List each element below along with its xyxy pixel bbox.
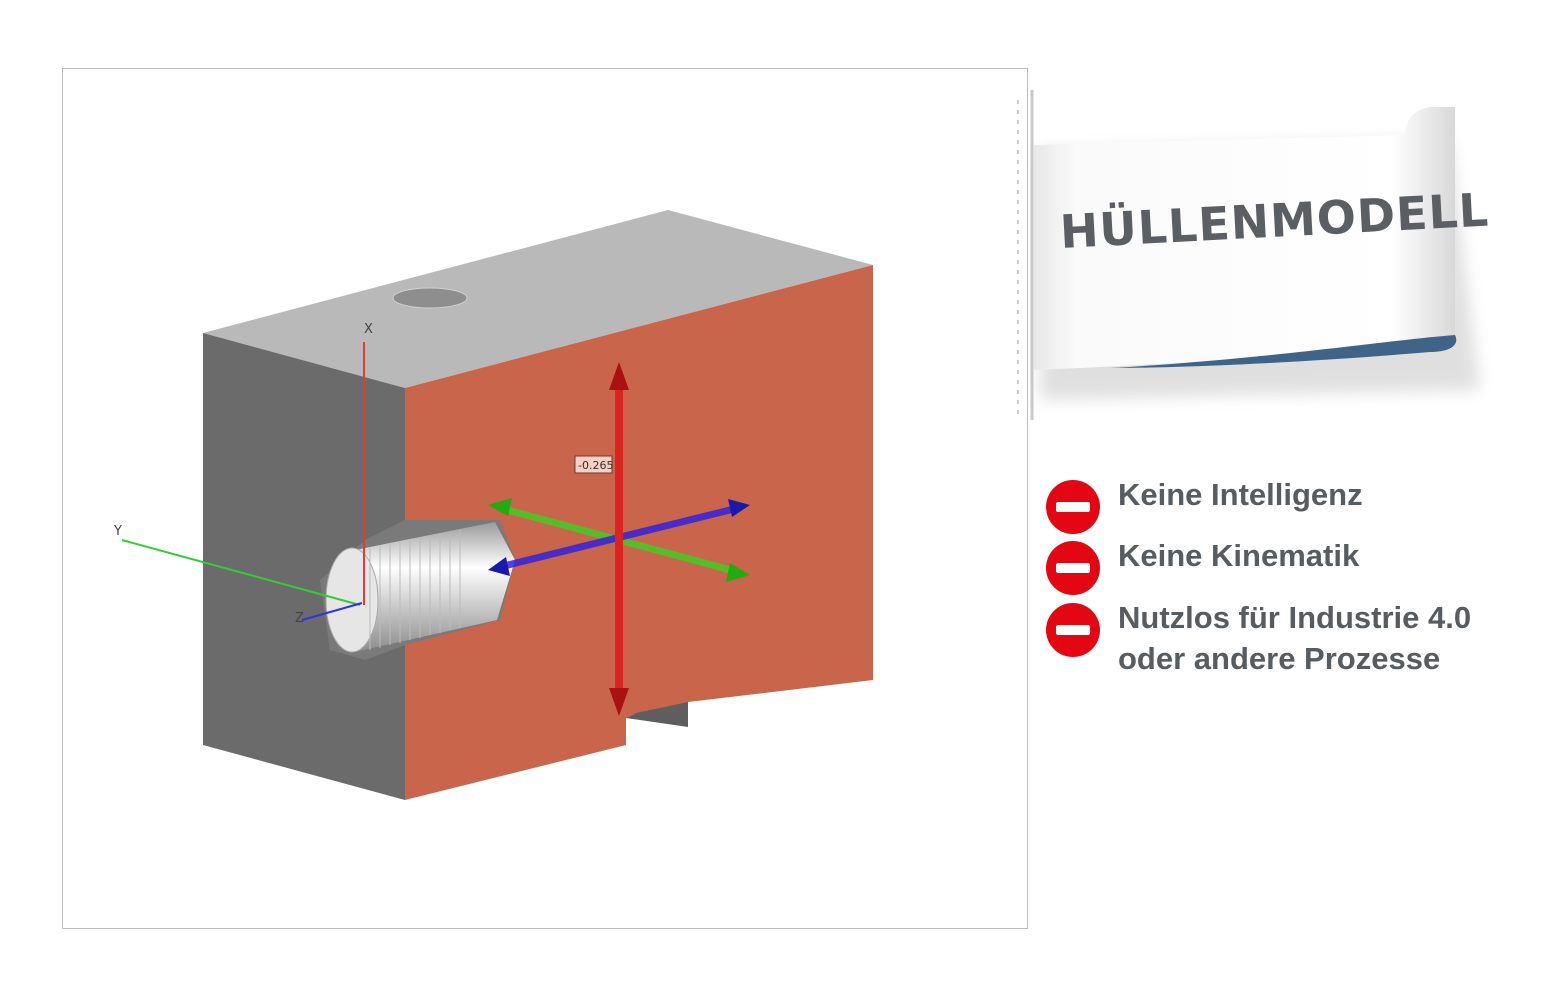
dimension-box[interactable] [574, 455, 613, 474]
z-axis [301, 602, 363, 621]
thread-lines [369, 530, 461, 650]
feature-label: Keine Intelligenz [1118, 477, 1363, 512]
ribbon-banner [1017, 90, 1480, 420]
z-axis-label: Z [295, 611, 304, 626]
feature-label-line2: oder andere Prozesse [1118, 641, 1441, 676]
threaded-bore [355, 522, 515, 652]
no-entry-icon [1046, 480, 1100, 534]
no-entry-icon [1046, 603, 1100, 657]
feature-label: Keine Kinematik [1118, 538, 1360, 573]
notch [626, 702, 688, 727]
y-axis [121, 539, 361, 606]
drag-handle-red[interactable] [609, 362, 629, 716]
y-axis-label: Y [113, 524, 122, 539]
feature-label: Nutzlos für Industrie 4.0 [1118, 600, 1472, 635]
feature-item: Keine Intelligenz [1046, 477, 1363, 534]
side-face [203, 333, 405, 800]
dimension-value: -0.265 [578, 459, 613, 472]
top-hole [392, 287, 468, 309]
top-face [203, 210, 873, 388]
feature-item: Keine Kinematik [1046, 538, 1359, 595]
no-entry-icon [1046, 541, 1100, 595]
feature-item: Nutzlos für Industrie 4.0 oder andere Pro… [1046, 600, 1471, 679]
x-axis-label: X [364, 322, 373, 337]
